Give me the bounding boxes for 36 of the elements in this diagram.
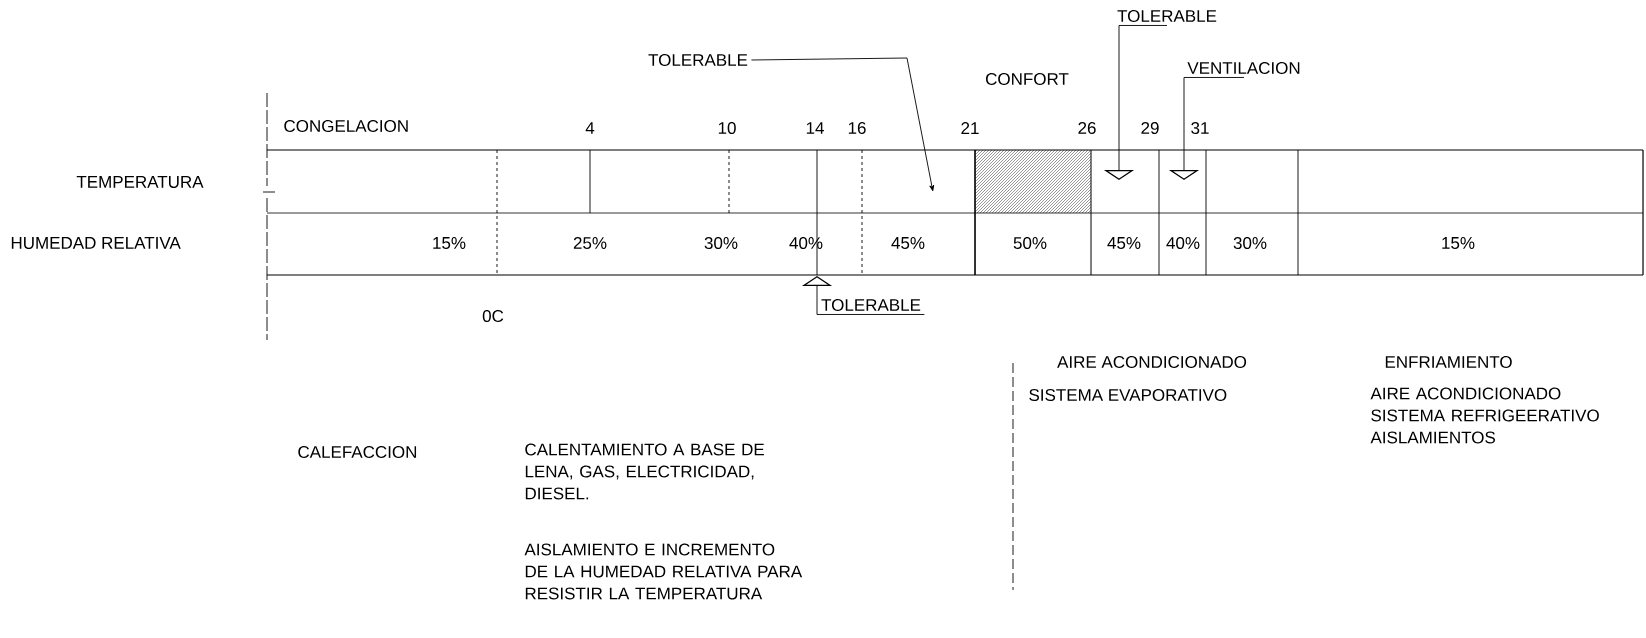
zone-label: CONGELACION bbox=[284, 120, 408, 133]
humidity-value: 30% bbox=[1233, 237, 1267, 250]
temperature-value: 4 bbox=[585, 122, 595, 134]
temperature-value: 10 bbox=[718, 122, 736, 135]
note-text: CALENTAMIENTO A BASE DE LENA, GAS, ELECTRICIDAD, DIESEL. bbox=[525, 443, 764, 500]
humidity-value: 45% bbox=[1107, 237, 1141, 249]
temperature-value: 14 bbox=[806, 122, 824, 134]
humidity-value: 30% bbox=[704, 237, 738, 250]
zone-label: CONFORT bbox=[986, 73, 1069, 86]
humidity-value: 40% bbox=[789, 237, 823, 250]
temperature-value: 29 bbox=[1141, 122, 1159, 135]
leader-label: TOLERABLE bbox=[1117, 10, 1217, 23]
humidity-value: 25% bbox=[573, 237, 607, 250]
leader-label: VENTILACION bbox=[1187, 62, 1300, 75]
leader-label: TOLERABLE bbox=[648, 54, 748, 67]
row-label: HUMEDAD RELATIVA bbox=[11, 237, 181, 249]
leader-label: TOLERABLE bbox=[821, 299, 921, 312]
leader-line bbox=[750, 57, 935, 192]
note-text: AIRE ACONDICIONADO SISTEMA REFRIGEERATIVO AISLAMIENTOS bbox=[1370, 387, 1599, 444]
zone-label: AIRE ACONDICIONADO bbox=[1057, 356, 1247, 369]
row-label: TEMPERATURA bbox=[76, 176, 204, 188]
temperature-value: 16 bbox=[848, 122, 866, 135]
note-text: AISLAMIENTO E INCREMENTO DE LA HUMEDAD RELATIVA PARA RESISTIR LA TEMPERATURA bbox=[524, 543, 803, 600]
zone-label: ENFRIAMIENTO bbox=[1385, 356, 1512, 369]
humidity-value: 45% bbox=[891, 237, 925, 249]
leader-line bbox=[801, 276, 925, 315]
humidity-value: 15% bbox=[1442, 237, 1475, 249]
zone-label: CALEFACCION bbox=[298, 446, 417, 459]
temperature-value: 26 bbox=[1078, 122, 1096, 135]
temperature-value: 21 bbox=[961, 122, 979, 134]
temperature-value: 31 bbox=[1191, 122, 1209, 135]
zone-label: 0C bbox=[482, 310, 504, 323]
note-text: SISTEMA EVAPORATIVO bbox=[1029, 389, 1227, 402]
humidity-value: 50% bbox=[1013, 237, 1047, 250]
humidity-value: 15% bbox=[433, 237, 466, 249]
humidity-value: 40% bbox=[1166, 237, 1200, 250]
